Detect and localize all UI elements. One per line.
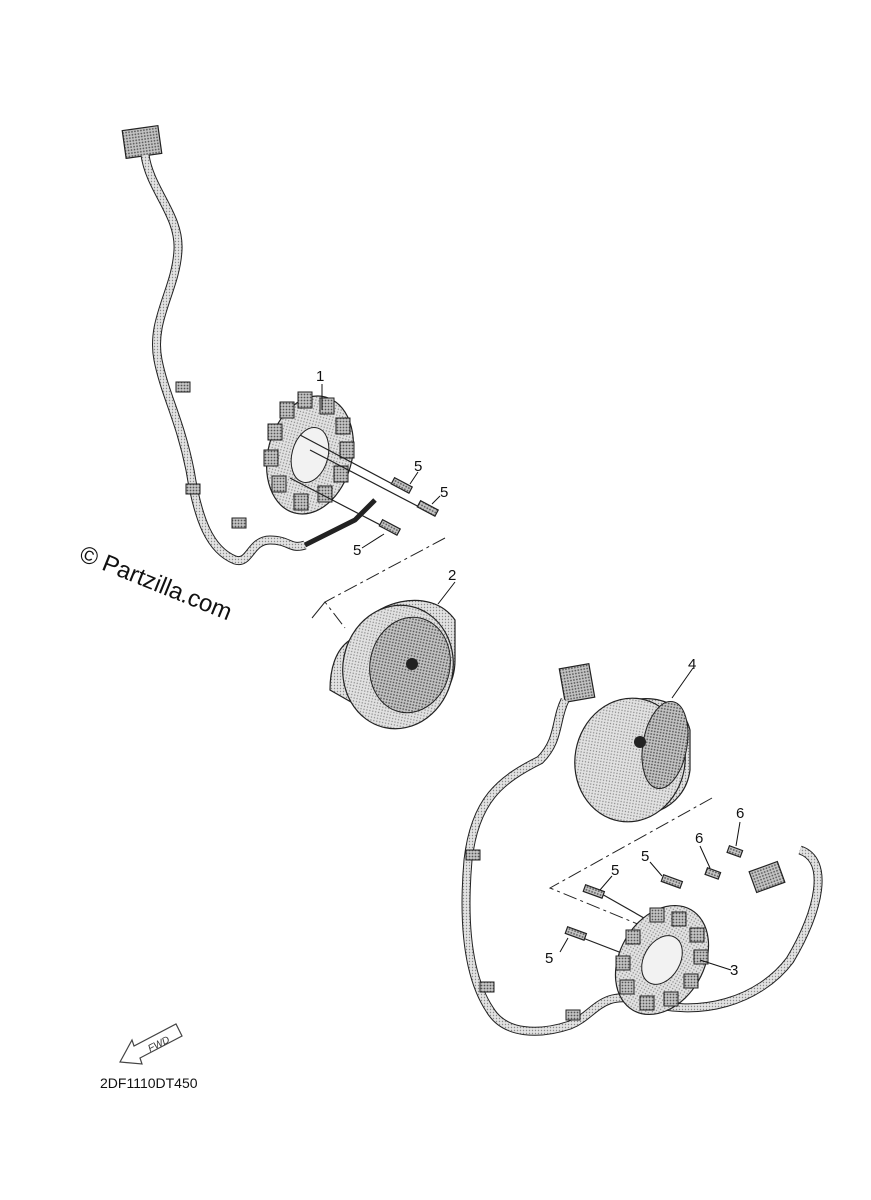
rotor-4 (574, 697, 691, 823)
stator-3-bolts (564, 845, 744, 961)
callout-2: 2 (448, 567, 456, 584)
callouts (321, 384, 741, 971)
bolt-5 (390, 476, 414, 495)
bolt-6 (704, 867, 722, 880)
callout-6: 6 (736, 805, 744, 822)
callout-1: 1 (316, 368, 324, 385)
stator-1 (263, 391, 355, 515)
bolt-5 (660, 873, 684, 889)
forward-arrow-icon: FWD (119, 1023, 183, 1065)
bolt-5 (564, 925, 588, 941)
callout-5: 5 (611, 862, 619, 879)
bolt-5 (582, 883, 606, 899)
callout-5: 5 (353, 542, 361, 559)
lower-harness-clamp (479, 981, 495, 993)
callout-5: 5 (641, 848, 649, 865)
bolt-6 (726, 845, 744, 858)
callout-5: 5 (545, 950, 553, 967)
lower-harness-clamp (565, 1009, 581, 1021)
callout-3: 3 (730, 962, 738, 979)
upper-wire-harness (121, 124, 377, 566)
assembly-guide-line (548, 797, 713, 926)
lower-wire-harness (461, 662, 823, 1036)
bolt-5 (378, 518, 402, 537)
stator-1-bolts (289, 434, 440, 537)
upper-harness-connector (121, 124, 163, 160)
callout-4: 4 (688, 656, 696, 673)
watermark: © Partzilla.com (76, 541, 236, 627)
rotor-2 (329, 599, 456, 730)
lower-harness-clamp (465, 849, 481, 861)
lower-harness-connector (558, 662, 596, 704)
assembly-guide-line (311, 601, 326, 619)
lower-harness-sensor (748, 860, 786, 894)
diagram-code: 2DF1110DT450 (100, 1075, 198, 1091)
callout-5: 5 (440, 484, 448, 501)
upper-harness-clamp (185, 483, 201, 495)
callout-6: 6 (695, 830, 703, 847)
callout-5: 5 (414, 458, 422, 475)
upper-harness-clamp (175, 381, 191, 393)
stator-3 (614, 904, 710, 1016)
bolt-5 (416, 499, 440, 518)
upper-harness-clamp (231, 517, 247, 529)
